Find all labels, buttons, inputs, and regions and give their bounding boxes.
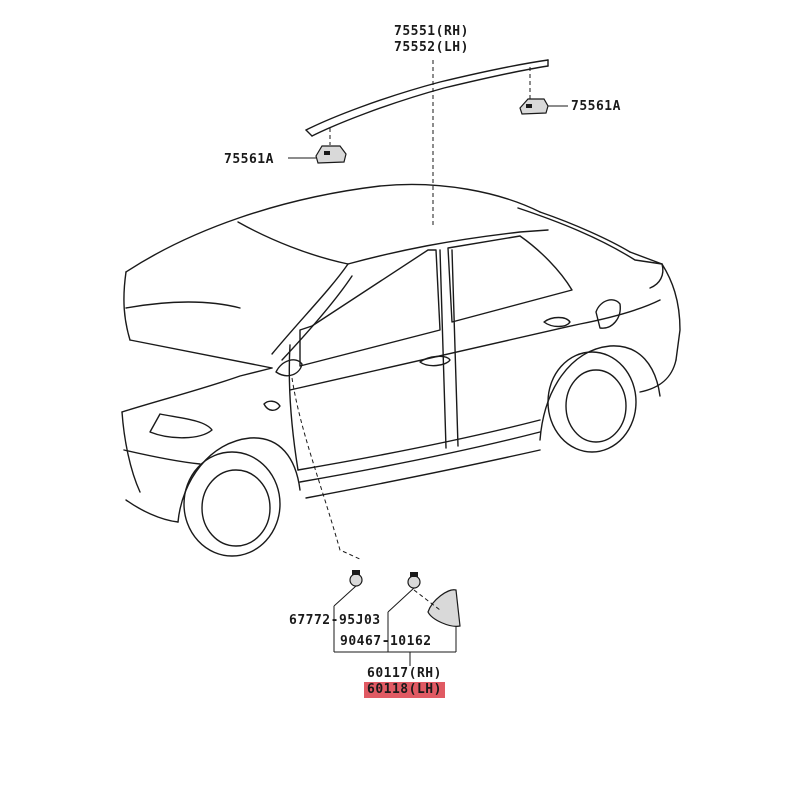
clip-right-icon bbox=[519, 98, 568, 115]
part-label-bolt: 90467-10162 bbox=[340, 634, 432, 649]
part-label-molding-rh: 75551(RH) bbox=[394, 24, 469, 39]
part-label-molding-lh: 75552(LH) bbox=[394, 40, 469, 55]
mirror-cover-icon bbox=[413, 589, 461, 652]
screw-clip-icon bbox=[333, 570, 363, 652]
part-label-cover-lh-highlighted: 60118(LH) bbox=[364, 682, 445, 698]
bolt-icon bbox=[387, 572, 421, 652]
clip-left-icon bbox=[288, 145, 347, 164]
part-label-clip-left: 75561A bbox=[224, 152, 274, 167]
roof-molding bbox=[305, 59, 549, 137]
part-label-screw-clip: 67772-95J03 bbox=[289, 613, 381, 628]
part-label-cover-rh: 60117(RH) bbox=[367, 666, 442, 681]
part-label-clip-right: 75561A bbox=[571, 99, 621, 114]
car-body bbox=[121, 183, 681, 557]
